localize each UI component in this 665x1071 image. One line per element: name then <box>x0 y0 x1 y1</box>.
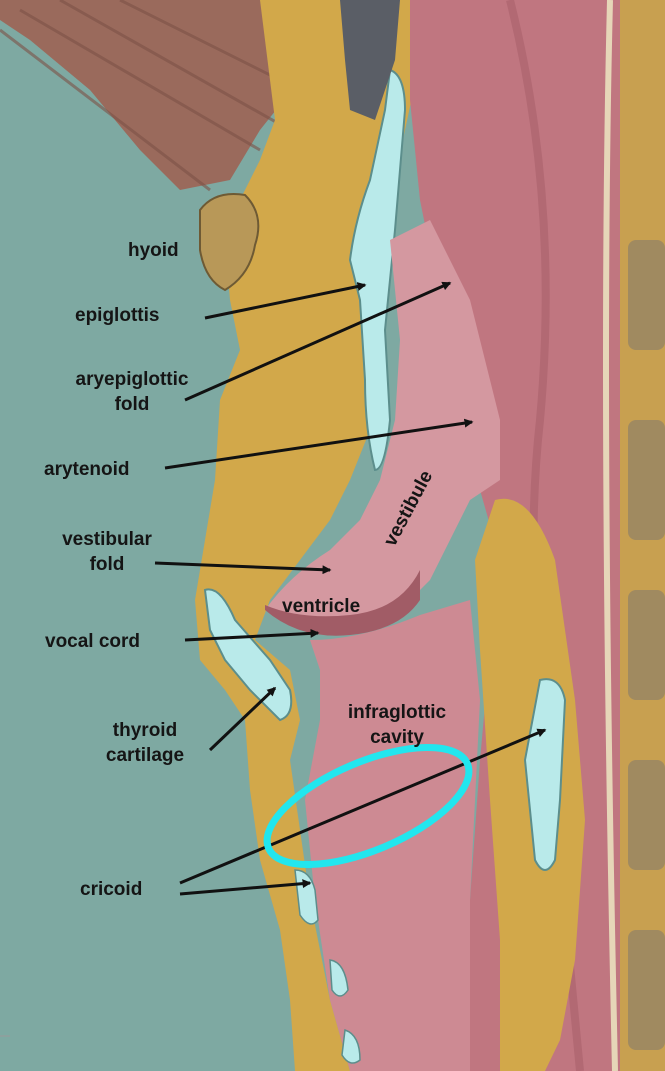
label-aryepiglottic-fold-line2: fold <box>52 392 212 417</box>
vertebra <box>628 760 665 870</box>
label-ventricle: ventricle <box>282 594 360 619</box>
label-epiglottis: epiglottis <box>75 303 159 328</box>
label-arytenoid: arytenoid <box>44 457 130 482</box>
label-infraglottic-cavity: infraglottic cavity <box>322 700 472 750</box>
vertebra <box>628 420 665 540</box>
label-aryepiglottic-fold: aryepiglottic fold <box>52 367 212 417</box>
label-cricoid: cricoid <box>80 877 142 902</box>
label-thyroid-cartilage-line1: thyroid <box>85 718 205 743</box>
label-hyoid: hyoid <box>128 238 179 263</box>
infraglottic-region <box>305 600 480 1071</box>
label-infraglottic-cavity-line1: infraglottic <box>322 700 472 725</box>
vertebra <box>628 590 665 700</box>
vertebra <box>628 240 665 350</box>
label-vestibular-fold-line2: fold <box>42 552 172 577</box>
label-aryepiglottic-fold-line1: aryepiglottic <box>52 367 212 392</box>
label-vestibular-fold-line1: vestibular <box>42 527 172 552</box>
label-thyroid-cartilage: thyroid cartilage <box>85 718 205 768</box>
label-thyroid-cartilage-line2: cartilage <box>85 743 205 768</box>
label-vocal-cord: vocal cord <box>45 629 140 654</box>
vertebra <box>628 930 665 1050</box>
label-vestibular-fold: vestibular fold <box>42 527 172 577</box>
label-infraglottic-cavity-line2: cavity <box>322 725 472 750</box>
